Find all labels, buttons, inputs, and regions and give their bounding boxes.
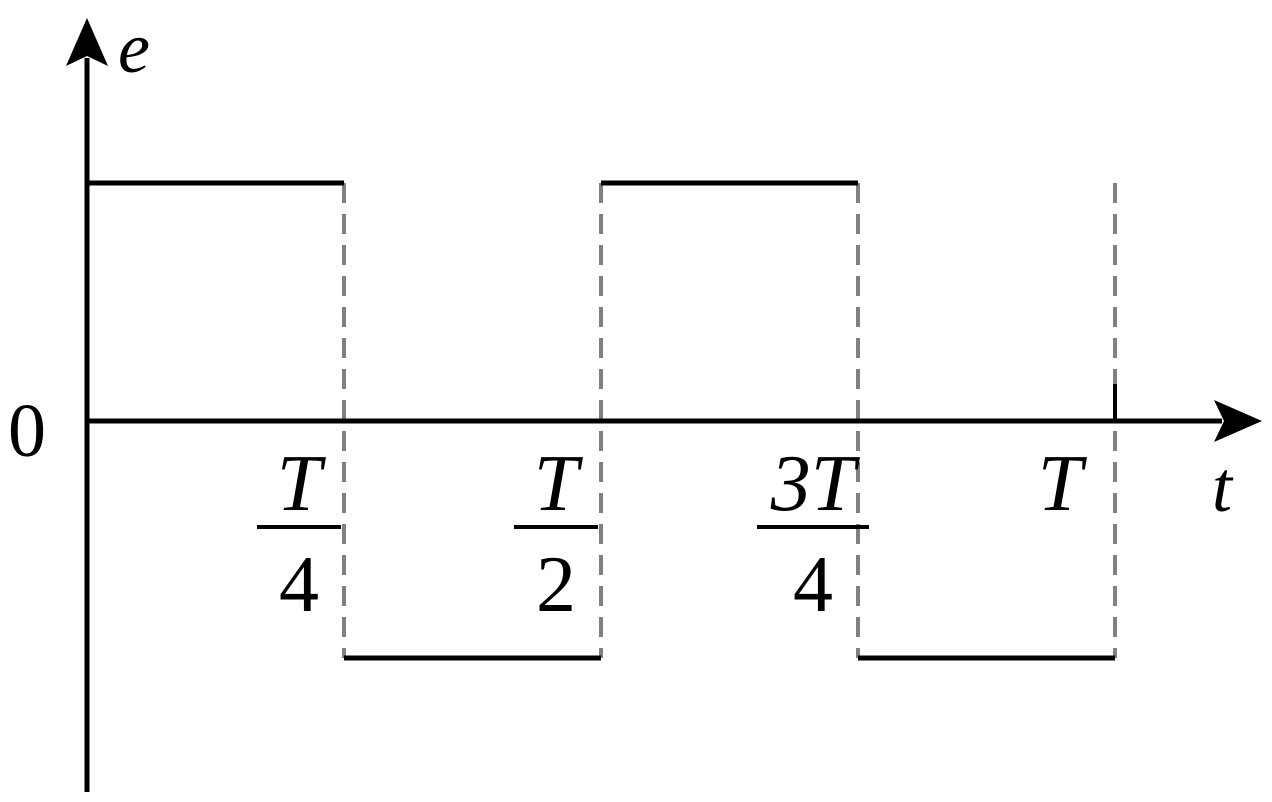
tick-label-denominator: 4 <box>793 541 833 629</box>
tick-label-denominator: 2 <box>536 541 576 629</box>
y-axis-label: e <box>118 8 150 88</box>
x-axis-label: t <box>1212 447 1234 527</box>
x-tick-labels: T 4 T 2 3T 4 T <box>257 440 1088 629</box>
series-segments <box>87 180 1115 661</box>
tick-label-numerator: T <box>534 440 584 528</box>
x-axis-arrowhead <box>1214 400 1262 442</box>
origin-label: 0 <box>8 389 46 473</box>
tick-label-denominator: 4 <box>279 541 319 629</box>
dashed-guides <box>342 183 1117 658</box>
tick-label-numerator: 3T <box>770 440 861 528</box>
y-axis-arrowhead <box>66 18 108 66</box>
axes <box>66 18 1262 792</box>
tick-label: T <box>1038 440 1088 528</box>
labels: e t 0 <box>8 8 1234 527</box>
tick-label-numerator: T <box>277 440 327 528</box>
